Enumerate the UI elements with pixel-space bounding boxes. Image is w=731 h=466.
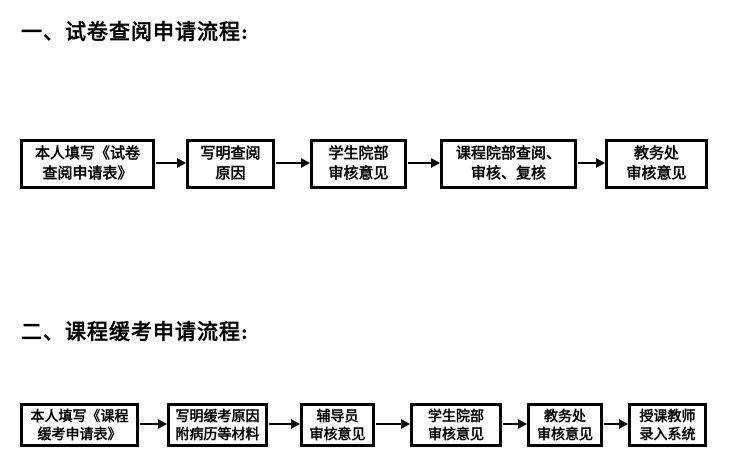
flow-step-label: 原因 [215, 165, 246, 182]
flow-arrow-icon [276, 162, 301, 164]
flow-arrow-icon [140, 423, 158, 425]
flow-step-box: 写明查阅 原因 [186, 139, 275, 189]
flow-step-label: 课程院部查阅、 [455, 145, 561, 162]
flow-step-label: 审核意见 [626, 165, 687, 182]
flow-step-label: 审核、复核 [470, 165, 546, 182]
flow-step-box: 学生院部 审核意见 [410, 403, 502, 447]
flow-arrow-icon [604, 423, 619, 425]
flow-step-label: 录入系统 [639, 426, 696, 442]
flow-step-label: 教务处 [633, 145, 679, 162]
flow-arrow-icon [156, 162, 177, 164]
flow-arrow-icon [376, 423, 401, 425]
flow-step-label: 辅导员 [316, 408, 359, 424]
flow-step-label: 审核意见 [428, 426, 484, 442]
flow-step-box: 本人填写《试卷 查阅申请表》 [20, 139, 155, 189]
flow-arrow-icon [269, 423, 291, 425]
flow-step-label: 教务处 [544, 408, 586, 424]
flow-step-box: 课程院部查阅、 审核、复核 [440, 139, 577, 189]
flow-step-box: 写明缓考原因 附病历等材料 [167, 403, 268, 447]
flow-step-box: 授课教师 录入系统 [628, 403, 707, 447]
flow-arrow-icon [503, 423, 518, 425]
flow-step-box: 学生院部 审核意见 [310, 139, 407, 189]
flow-step-box: 教务处 审核意见 [527, 403, 603, 447]
flow-step-label: 学生院部 [428, 408, 484, 424]
flow-step-label: 本人填写《试卷 [34, 145, 140, 162]
section-2-heading: 二、课程缓考申请流程: [21, 320, 249, 344]
flow-step-label: 本人填写《课程 [30, 408, 129, 424]
flow-step-label: 审核意见 [537, 426, 593, 442]
flow-step-label: 学生院部 [328, 145, 389, 162]
flow-step-label: 缓考申请表》 [37, 426, 122, 442]
flow-step-box: 辅导员 审核意见 [300, 403, 375, 447]
flow-step-label: 写明缓考原因 [175, 408, 260, 424]
section-1-heading: 一、试卷查阅申请流程: [21, 20, 249, 44]
flow-arrow-icon [408, 162, 431, 164]
flow-step-label: 查阅申请表》 [42, 165, 133, 182]
flow-step-label: 写明查阅 [200, 145, 261, 162]
flow-step-box: 教务处 审核意见 [605, 139, 708, 189]
flow-step-label: 授课教师 [639, 408, 696, 424]
flow-step-label: 审核意见 [328, 165, 389, 182]
flow-step-label: 审核意见 [309, 426, 366, 442]
flow-step-label: 附病历等材料 [175, 426, 260, 442]
flow-step-box: 本人填写《课程 缓考申请表》 [20, 403, 139, 447]
flow-arrow-icon [578, 162, 596, 164]
